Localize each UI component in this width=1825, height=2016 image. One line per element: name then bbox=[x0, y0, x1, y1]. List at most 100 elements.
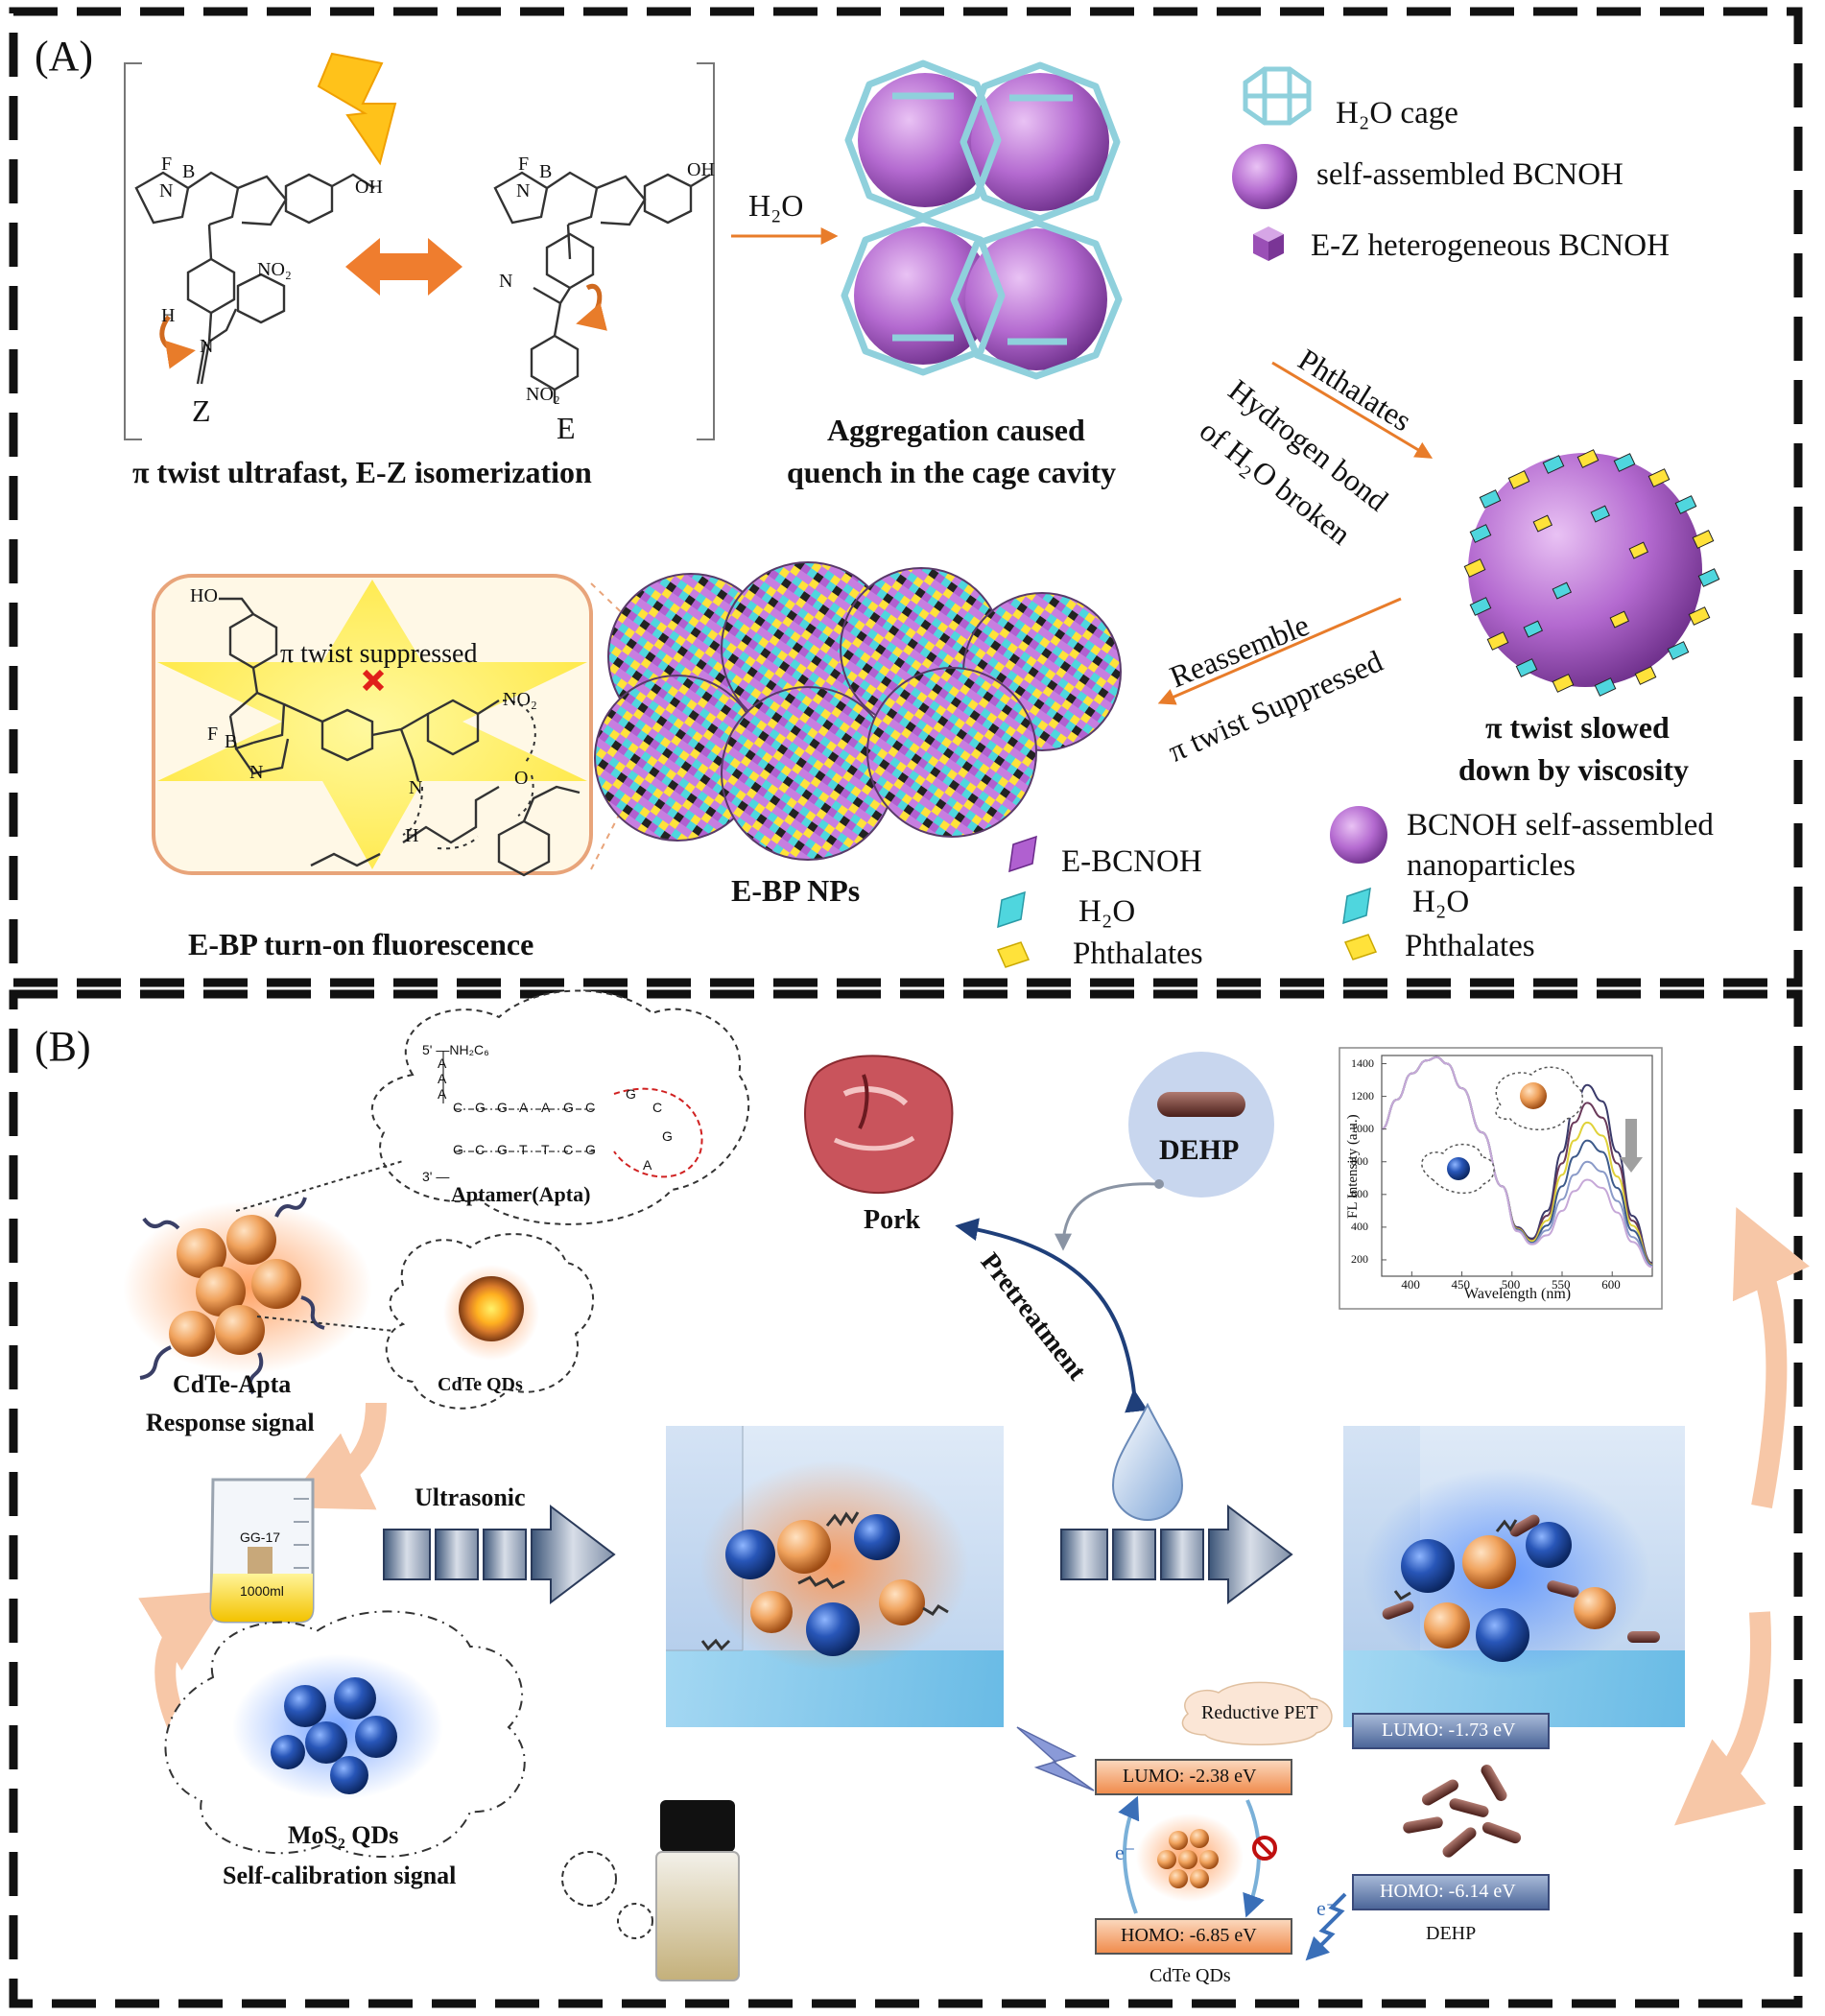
inset-zoom-line-bottom bbox=[590, 786, 634, 870]
dehp-capsule-badge bbox=[1128, 1052, 1274, 1198]
isomerization-double-arrow bbox=[345, 238, 462, 296]
ultrasonic-arrow bbox=[383, 1504, 616, 1605]
isomer-bracket-left bbox=[124, 62, 142, 440]
flow-arrow-apta-to-beaker bbox=[282, 1402, 387, 1510]
aptamer-base: T bbox=[519, 1142, 528, 1157]
cdte-lumo-label: LUMO: -2.38 eV bbox=[1123, 1766, 1257, 1787]
viscosity-caption-line2: down by viscosity bbox=[1458, 752, 1690, 787]
aptamer-base: G bbox=[453, 1142, 463, 1157]
flow-arrow-mos2-to-beaker bbox=[138, 1590, 233, 1732]
legend-phthalates-right-icon bbox=[1343, 934, 1378, 961]
cdte-homo-label: HOMO: -6.85 eV bbox=[1121, 1925, 1257, 1946]
mos2-qd-cluster bbox=[232, 1654, 443, 1800]
aptamer-stem-base: A bbox=[438, 1086, 447, 1102]
rotation-arrow-z bbox=[159, 315, 196, 369]
z-atom-f-label: F bbox=[161, 154, 173, 175]
legend-self-assembled: self-assembled BCNOH bbox=[1316, 157, 1624, 192]
chart-plot-area bbox=[1381, 1055, 1653, 1277]
dehp-capsule-label: DEHP bbox=[1159, 1134, 1240, 1166]
dehp-homo-label: HOMO: -6.14 eV bbox=[1380, 1881, 1516, 1902]
dehp-lumo-label: LUMO: -1.73 eV bbox=[1382, 1720, 1516, 1741]
e-atom-n2-label: N bbox=[499, 271, 513, 292]
legend-phthalates-left-icon bbox=[996, 941, 1031, 968]
thought-bubble-large bbox=[561, 1851, 617, 1907]
mixing-arrow bbox=[1060, 1504, 1293, 1605]
legend-bcnoh-np-line1: BCNOH self-assembled bbox=[1407, 808, 1714, 842]
reassemble-arrow bbox=[1157, 597, 1402, 705]
z-atom-n-label: N bbox=[159, 180, 174, 202]
inset-atom-f-label: F bbox=[207, 723, 219, 745]
aptamer-title: Aptamer(Apta) bbox=[451, 1182, 591, 1206]
panel-a-frame bbox=[9, 7, 1803, 987]
isomerization-caption: π twist ultrafast, E-Z isomerization bbox=[132, 455, 592, 489]
lightning-icon bbox=[317, 52, 397, 166]
inset-title: π twist suppressed bbox=[280, 639, 478, 669]
aptamer-3-prime: 3' — bbox=[422, 1169, 450, 1184]
inset-atom-ho-label: HO bbox=[190, 585, 218, 606]
electron-label-right: e⁻ bbox=[1316, 1896, 1338, 1920]
legend-phthalates-left: Phthalates bbox=[1073, 937, 1203, 971]
flow-arrow-to-spectrum bbox=[1732, 1206, 1810, 1508]
chart-y-tick-label: 600 bbox=[1351, 1186, 1368, 1200]
aptamer-base: C bbox=[453, 1100, 463, 1115]
aptamer-loop-base: G bbox=[662, 1128, 673, 1144]
response-signal-label: Response signal bbox=[146, 1409, 315, 1436]
pork-label: Pork bbox=[864, 1205, 921, 1235]
zoom-line-aptamer bbox=[235, 1160, 404, 1212]
aptamer-base: C bbox=[475, 1142, 486, 1157]
aptamer-stem-base: A bbox=[438, 1055, 447, 1071]
z-atom-h-label: H bbox=[161, 305, 176, 326]
dehp-lumo-level bbox=[1352, 1713, 1550, 1749]
inset-atom-n-label: N bbox=[249, 762, 264, 783]
inset-atom-b-label: B bbox=[225, 731, 238, 752]
dehp-arrow bbox=[1055, 1182, 1160, 1251]
legend-bcnoh-np-icon bbox=[1330, 806, 1387, 864]
z-isomer-label: Z bbox=[192, 393, 211, 428]
aptamer-base: T bbox=[541, 1142, 550, 1157]
chart-x-tick-label: 550 bbox=[1552, 1277, 1571, 1292]
chart-frame bbox=[1381, 1055, 1653, 1277]
spectrum-chart bbox=[1339, 1047, 1663, 1310]
aptamer-base: G bbox=[475, 1100, 486, 1115]
chart-x-axis-label: Wavelength (nm) bbox=[1464, 1286, 1572, 1302]
mos2-label: MoS₂ QDs bbox=[288, 1821, 399, 1849]
inset-atom-h-label: H bbox=[405, 825, 419, 846]
cage-caption-line2: quench in the cage cavity bbox=[787, 455, 1117, 489]
aptamer-stem-base: A bbox=[438, 1071, 447, 1086]
e-isomer-label: E bbox=[557, 411, 576, 445]
pork-icon bbox=[804, 1055, 954, 1195]
zoom-line-qd bbox=[256, 1316, 404, 1333]
legend-h2o-left-icon bbox=[997, 890, 1026, 929]
legend-phthalates-right: Phthalates bbox=[1405, 929, 1535, 963]
self-calibration-label: Self-calibration signal bbox=[223, 1862, 457, 1889]
aptamer-base: A bbox=[519, 1100, 529, 1115]
z-atom-oh-label: OH bbox=[355, 177, 383, 198]
dehp-molecules bbox=[1403, 1765, 1522, 1858]
light-excitation-icon bbox=[1016, 1726, 1095, 1791]
reductive-pet-cloud bbox=[1181, 1681, 1333, 1745]
chart-series-line-6 bbox=[1381, 1055, 1653, 1269]
hydrogen-bond-lines bbox=[402, 700, 536, 850]
e-isomer-structure bbox=[493, 171, 711, 403]
panel-b-label: (B) bbox=[35, 1023, 91, 1070]
aptamer-loop-base: A bbox=[643, 1157, 652, 1173]
water-drop-icon bbox=[1111, 1402, 1184, 1522]
legend-ez-cube-icon bbox=[1253, 226, 1284, 261]
aptamer-loop-base: G bbox=[626, 1086, 636, 1102]
aptamer-5-prime: 5' —NH₂C₆ bbox=[422, 1042, 489, 1057]
legend-ez-heterogeneous: E-Z heterogeneous BCNOH bbox=[1311, 228, 1670, 263]
pretreatment-arrow bbox=[955, 1218, 1149, 1413]
legend-h2o-cage-icon bbox=[1243, 66, 1312, 126]
e-atom-n-label: N bbox=[516, 180, 531, 202]
dehp-energy-label: DEHP bbox=[1426, 1923, 1477, 1944]
reaction-tank-1 bbox=[666, 1426, 1004, 1727]
fluorescence-caption: E-BP turn-on fluorescence bbox=[188, 927, 534, 961]
chart-x-tick-label: 500 bbox=[1501, 1277, 1521, 1292]
aptamer-base: G bbox=[497, 1142, 508, 1157]
e-atom-f-label: F bbox=[518, 154, 530, 175]
dehp-homo-level bbox=[1352, 1874, 1550, 1910]
thought-bubble-medium bbox=[617, 1903, 653, 1939]
cage-cluster bbox=[841, 59, 1123, 380]
